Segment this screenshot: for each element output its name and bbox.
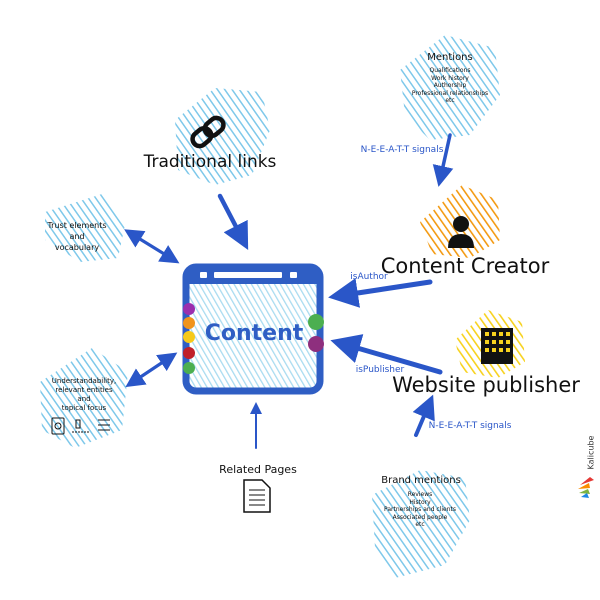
neeatt-top-label: N-E-E-A-T-T signals bbox=[360, 145, 444, 155]
mentions-item: Work history bbox=[431, 74, 469, 82]
brand-mentions-item: Reviews bbox=[407, 491, 433, 498]
content-box bbox=[182, 263, 324, 395]
kalicube-logo bbox=[578, 477, 594, 498]
understandability-line-3: and bbox=[77, 395, 91, 403]
content-creator-label: Content Creator bbox=[380, 254, 550, 278]
scribble-traditional-links bbox=[175, 88, 270, 185]
brand-mentions-item: Partnerships and clients bbox=[383, 506, 457, 513]
website-publisher-label: Website publisher bbox=[392, 373, 580, 397]
is-publisher-label: isPublisher bbox=[355, 365, 405, 375]
mentions-list: Qualifications Work history Authorship P… bbox=[400, 67, 500, 105]
brand-mentions-item: History bbox=[409, 498, 431, 506]
content-label: Content bbox=[204, 321, 304, 346]
person-icon bbox=[448, 216, 474, 248]
content-box-dots bbox=[183, 303, 324, 374]
kalicube-logo-text: Kalicube bbox=[586, 435, 596, 470]
document-icon bbox=[243, 479, 271, 513]
related-pages-label: Related Pages bbox=[219, 463, 297, 476]
arrow-is-publisher bbox=[330, 334, 443, 375]
chain-link-icon bbox=[190, 115, 226, 149]
mentions-title: Mentions bbox=[427, 52, 473, 63]
neeatt-bottom-label: N-E-E-A-T-T signals bbox=[428, 421, 512, 431]
brand-mentions-title: Brand mentions bbox=[381, 475, 461, 486]
mentions-item: Qualifications bbox=[429, 67, 471, 74]
understandability-line-2: relevant entities bbox=[55, 386, 113, 394]
brand-mentions-list: Reviews History Partnerships and clients… bbox=[372, 491, 468, 529]
arrow-trust bbox=[124, 229, 180, 264]
mentions-item: Professional relationships bbox=[411, 89, 489, 97]
trust-elements-label: Trust elements and vocabulary bbox=[42, 220, 112, 253]
arrow-mentions bbox=[432, 133, 454, 187]
traditional-links-label: Traditional links bbox=[143, 152, 277, 172]
arrow-understandability bbox=[125, 352, 178, 388]
brand-mentions-item: etc bbox=[415, 521, 425, 528]
arrow-brand-mentions bbox=[412, 394, 435, 437]
trust-line-3: vocabulary bbox=[54, 243, 100, 252]
trust-line-1: Trust elements bbox=[47, 221, 107, 230]
scribble-brand-mentions bbox=[372, 470, 470, 578]
scribble-trust bbox=[45, 193, 125, 262]
understandability-label: Understandability, relevant entities and… bbox=[46, 377, 122, 413]
scribble-mentions bbox=[400, 35, 500, 140]
arrow-is-author bbox=[328, 278, 433, 308]
entities-icons bbox=[51, 417, 110, 435]
mentions-item: etc bbox=[445, 97, 455, 104]
understandability-line-1: Understandability, bbox=[51, 377, 117, 385]
is-author-label: isAuthor bbox=[350, 272, 388, 282]
trust-line-2: and bbox=[69, 232, 85, 241]
brand-mentions-item: Associated people bbox=[392, 513, 448, 521]
mentions-item: Authorship bbox=[433, 82, 467, 89]
understandability-line-4: topical focus bbox=[61, 404, 107, 412]
arrow-traditional-links bbox=[217, 193, 249, 250]
building-icon bbox=[481, 328, 513, 364]
scribble-understandability bbox=[40, 348, 128, 448]
